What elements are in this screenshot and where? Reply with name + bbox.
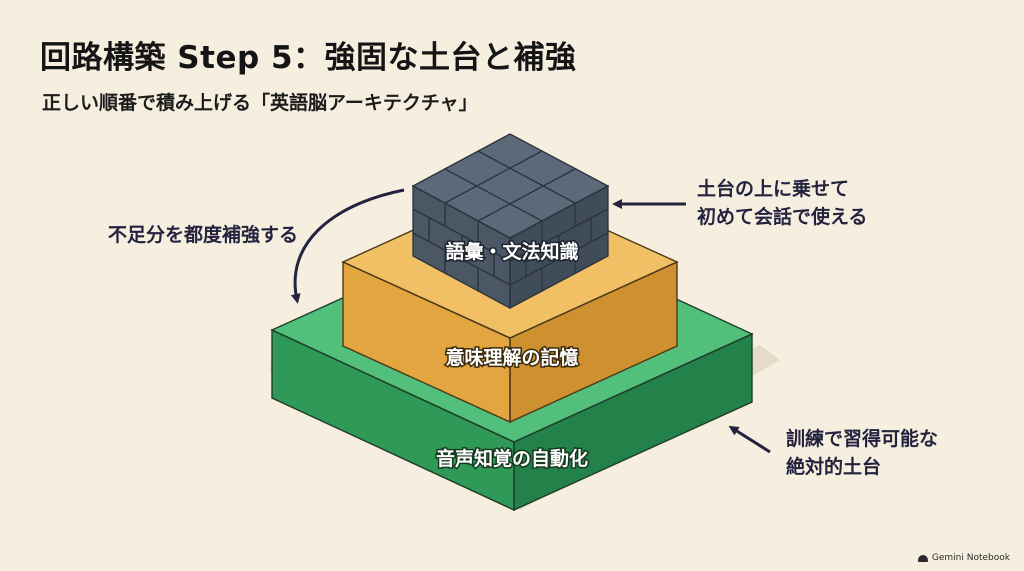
watermark: Gemini Notebook [917,553,1010,563]
reinforce-arrow [290,188,405,304]
bottom-note-line-1: 訓練で習得可能な [786,428,939,450]
page-subtitle: 正しい順番で積み上げる「英語脳アーキテクチャ」 [42,92,478,114]
layer-middle-right-face [510,262,677,422]
layer-top [411,133,610,310]
layer-middle-left-face [343,262,510,422]
bottom-note-arrow [728,425,771,454]
layer-bottom-label: 音声知覚の自動化 [436,447,588,470]
layer-middle-label: 意味理解の記憶 [445,346,578,369]
top-note: 土台の上に乗せて 初めて会話で使える [697,176,867,231]
reinforce-note-text: 不足分を都度補強する [108,224,299,246]
page-title: 回路構築 Step 5：強固な土台と補強 [40,40,577,76]
bottom-note: 訓練で習得可能な 絶対的土台 [786,426,938,481]
notebook-logo-icon [917,554,928,562]
bottom-note-line-2: 絶対的土台 [786,455,882,478]
watermark-text: Gemini Notebook [931,553,1010,563]
reinforce-note: 不足分を都度補強する [108,222,298,250]
layer-bottom-left-face [272,330,514,510]
top-note-line-1: 土台の上に乗せて [697,178,850,200]
layer-bottom-right-face [514,334,752,510]
layer-top-label: 語彙・文法知識 [445,240,578,263]
top-note-line-2: 初めて会話で使える [697,205,868,228]
